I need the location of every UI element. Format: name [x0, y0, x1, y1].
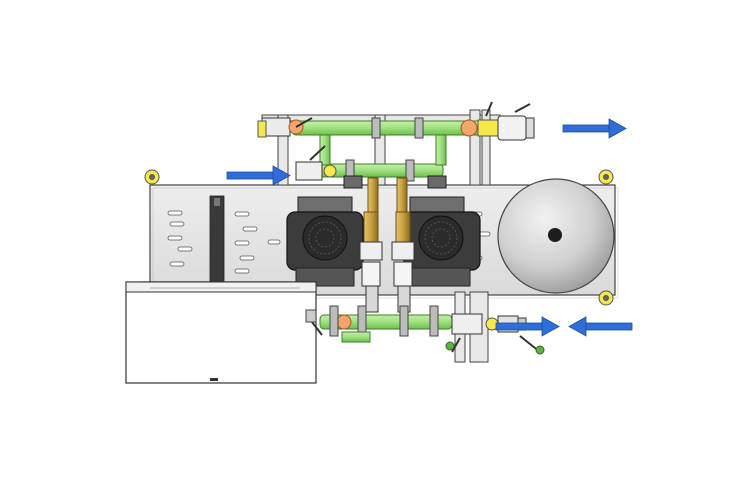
bottom-right-outlet [445, 313, 545, 355]
flow-arrows [226, 118, 633, 337]
inlet-arrow-left [226, 165, 291, 186]
bottom-manifold [305, 305, 453, 343]
control-cabinet [125, 281, 317, 384]
expansion-tank [497, 178, 615, 294]
pump-right [403, 196, 481, 287]
top-right-outlet [460, 101, 535, 141]
top-left-valve [257, 117, 313, 138]
pump-left [286, 196, 364, 287]
inlet-valve-left [295, 145, 337, 181]
inlet-arrow-bottom-right [568, 316, 633, 337]
outlet-arrow-bottom-right [495, 316, 560, 337]
cabinet-bracket [209, 195, 225, 289]
outlet-arrow-top-right [562, 118, 627, 139]
brass-fittings-top [343, 175, 447, 213]
yellow-mounts [144, 169, 614, 306]
